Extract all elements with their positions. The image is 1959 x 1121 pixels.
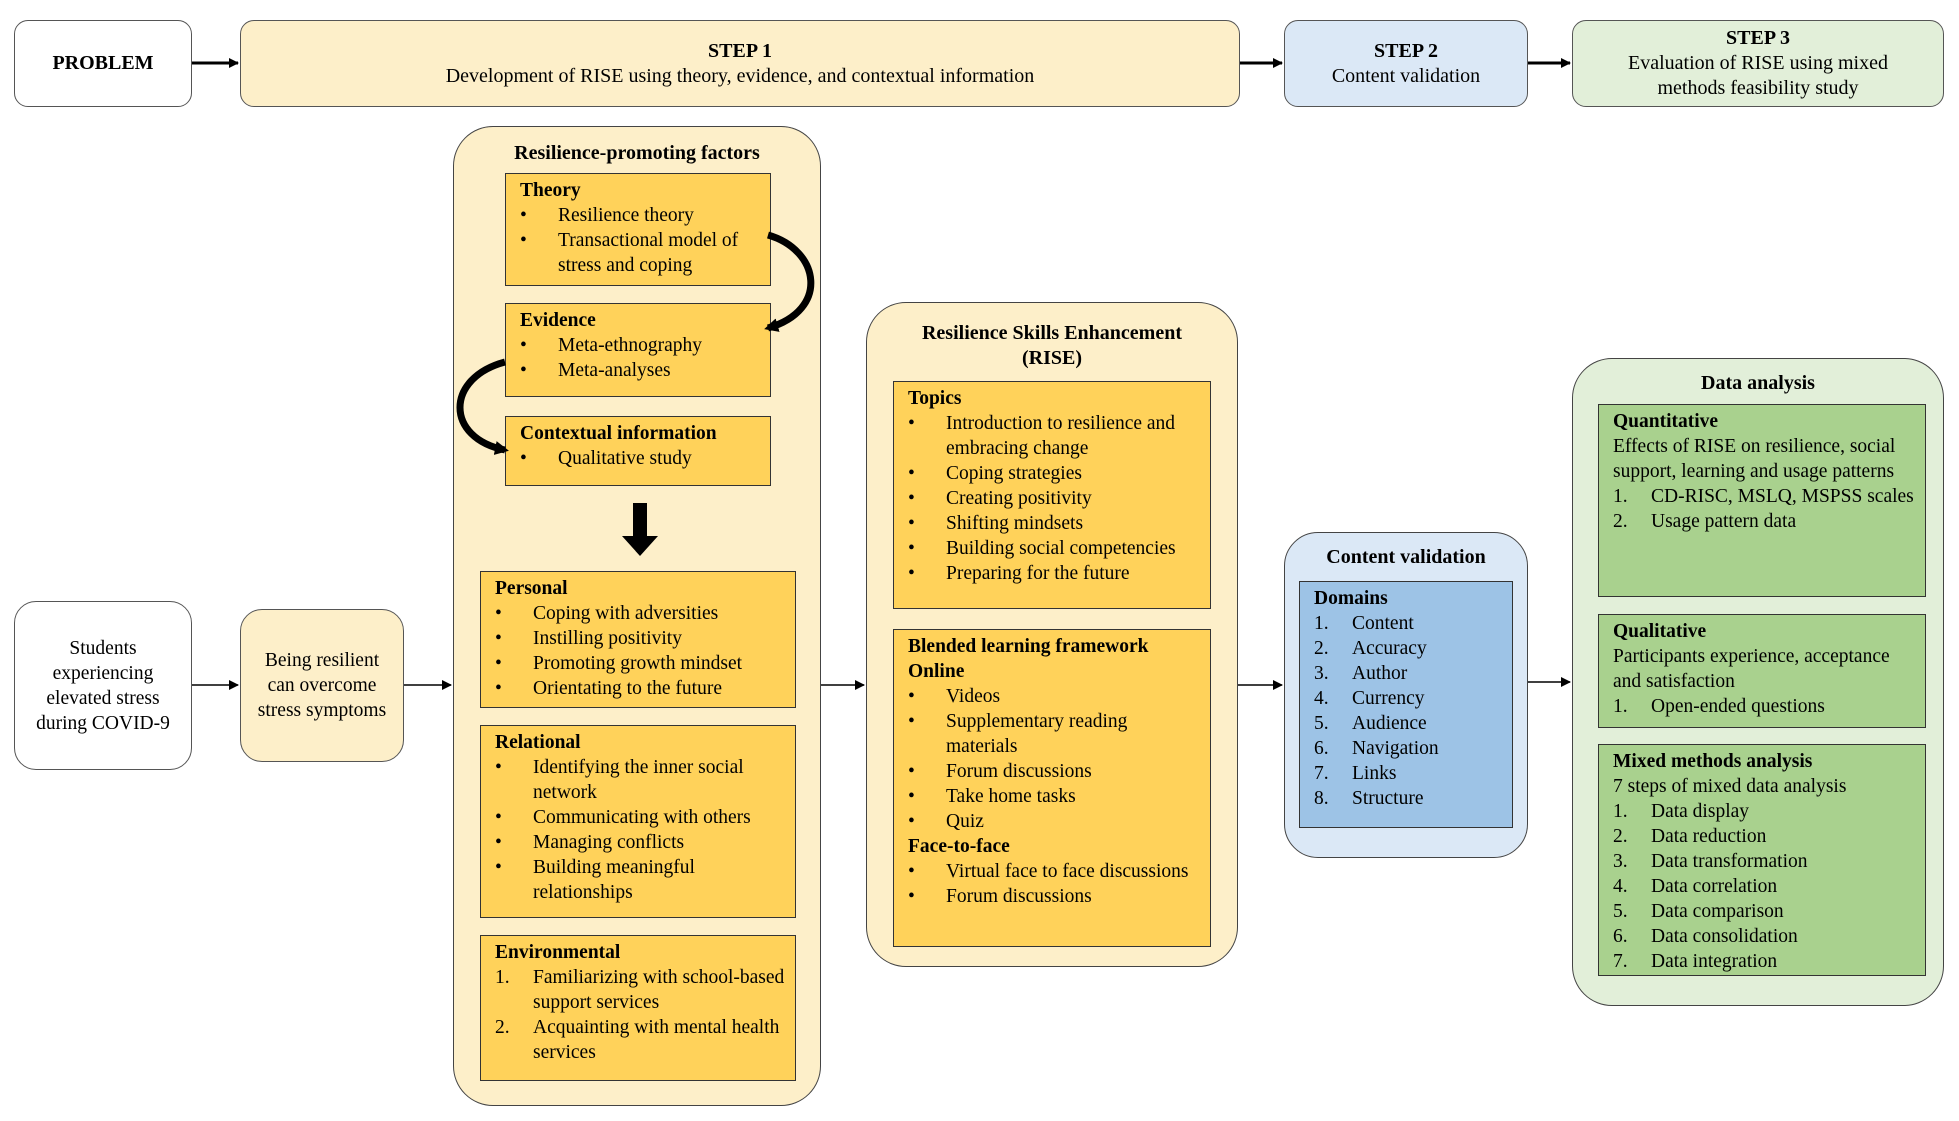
list-item: Coping strategies	[908, 461, 1200, 486]
validation-title: Content validation	[1326, 546, 1486, 568]
qualitative-desc: Participants experience, acceptance and …	[1613, 646, 1890, 692]
list-item: Coping with adversities	[495, 601, 785, 626]
analysis-title: Data analysis	[1701, 372, 1815, 394]
list-item: Virtual face to face discussions	[908, 859, 1200, 884]
domains-box: Domains 1.Content 2.Accuracy 3.Author 4.…	[1299, 581, 1513, 828]
problem-box: PROBLEM	[14, 20, 192, 107]
step3-title: STEP 3	[1726, 27, 1790, 49]
list-item: Qualitative study	[520, 446, 760, 471]
list-item: Take home tasks	[908, 784, 1200, 809]
blended-title: Blended learning framework	[908, 636, 1149, 657]
list-item: 6.Navigation	[1314, 738, 1439, 759]
list-item: Forum discussions	[908, 759, 1200, 784]
step1-title: STEP 1	[708, 39, 772, 62]
list-item: 5.Data comparison	[1613, 901, 1784, 922]
arrow-down-factors	[622, 503, 658, 556]
step2-title: STEP 2	[1374, 39, 1438, 62]
step1-text: Development of RISE using theory, eviden…	[445, 64, 1035, 87]
list-item: 8.Structure	[1314, 788, 1424, 809]
list-item: 1.Content	[1314, 613, 1414, 634]
list-item: Promoting growth mindset	[495, 651, 785, 676]
rise-title: Resilience Skills Enhancement (RISE)	[921, 322, 1182, 369]
theory-box: Theory Resilience theory Transactional m…	[505, 173, 771, 286]
list-item: Resilience theory	[520, 203, 760, 228]
list-item: Building meaningful relationships	[495, 855, 785, 905]
resilient-box: Being resilient can overcome stress symp…	[240, 609, 404, 762]
domains-title: Domains	[1314, 588, 1388, 609]
list-item: 2.Acquainting with mental health service…	[495, 1017, 780, 1063]
students-text: Students experiencing elevated stress du…	[36, 637, 170, 734]
evidence-title: Evidence	[520, 310, 596, 331]
list-item: Meta-analyses	[520, 358, 760, 383]
list-item: Orientating to the future	[495, 676, 785, 701]
step1-box: STEP 1 Development of RISE using theory,…	[240, 20, 1240, 107]
list-item: Communicating with others	[495, 805, 785, 830]
step2-box: STEP 2 Content validation	[1284, 20, 1528, 107]
list-item: 5.Audience	[1314, 713, 1427, 734]
topics-title: Topics	[908, 388, 962, 409]
list-item: Introduction to resilience and embracing…	[908, 411, 1200, 461]
list-item: 3.Author	[1314, 663, 1408, 684]
quantitative-desc: Effects of RISE on resilience, social su…	[1613, 436, 1896, 482]
evidence-box: Evidence Meta-ethnography Meta-analyses	[505, 303, 771, 397]
mixed-title: Mixed methods analysis	[1613, 751, 1813, 772]
list-item: 1.Familiarizing with school-based suppor…	[495, 967, 785, 1013]
topics-box: Topics Introduction to resilience and em…	[893, 381, 1211, 609]
list-item: Videos	[908, 684, 1200, 709]
list-item: 4.Currency	[1314, 688, 1425, 709]
step3-box: STEP 3 Evaluation of RISE using mixed me…	[1572, 20, 1944, 107]
step2-text: Content validation	[1331, 64, 1481, 87]
list-item: 4.Data correlation	[1613, 876, 1778, 897]
problem-label: PROBLEM	[52, 52, 154, 74]
list-item: 2.Data reduction	[1613, 826, 1767, 847]
list-item: Quiz	[908, 809, 1200, 834]
list-item: Creating positivity	[908, 486, 1200, 511]
relational-title: Relational	[495, 732, 581, 753]
blended-box: Blended learning framework Online Videos…	[893, 629, 1211, 947]
quantitative-box: Quantitative Effects of RISE on resilien…	[1598, 404, 1926, 597]
qualitative-title: Qualitative	[1613, 621, 1707, 642]
list-item: 7.Data integration	[1613, 951, 1778, 972]
arrow-theory-evidence	[764, 231, 815, 332]
list-item: Identifying the inner social network	[495, 755, 785, 805]
list-item: Transactional model of stress and coping	[520, 228, 760, 278]
list-item: 6.Data consolidation	[1613, 926, 1798, 947]
list-item: Preparing for the future	[908, 561, 1200, 586]
list-item: Instilling positivity	[495, 626, 785, 651]
list-item: 1.Open-ended questions	[1613, 696, 1825, 717]
theory-title: Theory	[520, 180, 581, 201]
contextual-box: Contextual information Qualitative study	[505, 416, 771, 486]
list-item: Meta-ethnography	[520, 333, 760, 358]
factors-title: Resilience-promoting factors	[514, 142, 760, 164]
list-item: 1.CD-RISC, MSLQ, MSPSS scales	[1613, 486, 1914, 507]
list-item: 1.Data display	[1613, 801, 1750, 822]
list-item: 2.Usage pattern data	[1613, 511, 1797, 532]
online-title: Online	[908, 661, 965, 682]
f2f-title: Face-to-face	[908, 836, 1010, 857]
contextual-title: Contextual information	[520, 423, 717, 444]
relational-box: Relational Identifying the inner social …	[480, 725, 796, 918]
list-item: 7.Links	[1314, 763, 1397, 784]
personal-box: Personal Coping with adversities Instill…	[480, 571, 796, 708]
list-item: Forum discussions	[908, 884, 1200, 909]
list-item: Building social competencies	[908, 536, 1200, 561]
list-item: Supplementary reading materials	[908, 709, 1200, 759]
environmental-title: Environmental	[495, 942, 621, 963]
personal-title: Personal	[495, 578, 568, 599]
students-box: Students experiencing elevated stress du…	[14, 601, 192, 770]
quantitative-title: Quantitative	[1613, 411, 1719, 432]
environmental-box: Environmental 1.Familiarizing with schoo…	[480, 935, 796, 1081]
qualitative-box: Qualitative Participants experience, acc…	[1598, 614, 1926, 728]
list-item: Managing conflicts	[495, 830, 785, 855]
mixed-box: Mixed methods analysis 7 steps of mixed …	[1598, 744, 1926, 976]
resilient-text: Being resilient can overcome stress symp…	[257, 650, 387, 721]
arrow-evidence-contextual	[456, 358, 509, 455]
step3-text: Evaluation of RISE using mixed methods f…	[1628, 52, 1888, 99]
list-item: 3.Data transformation	[1613, 851, 1808, 872]
list-item: Shifting mindsets	[908, 511, 1200, 536]
mixed-desc: 7 steps of mixed data analysis	[1613, 776, 1847, 797]
list-item: 2.Accuracy	[1314, 638, 1427, 659]
